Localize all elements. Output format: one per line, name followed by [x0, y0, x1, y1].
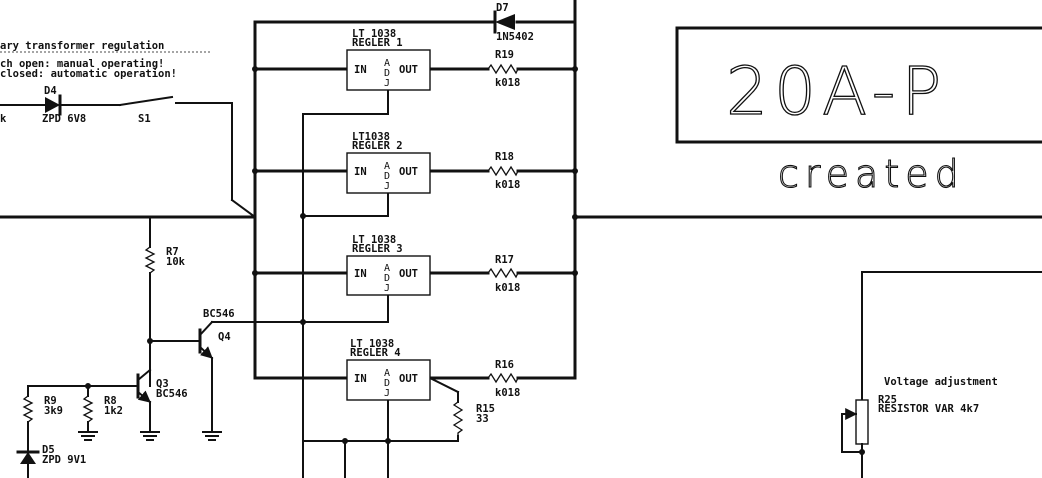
regulator-4-adj-a: A — [384, 368, 390, 379]
note-line-1: ch open: manual operating! — [0, 58, 164, 70]
regulator-3: LT 1038 REGLER 3 IN OUT A D J R17 k018 — [346, 234, 520, 296]
regulator-4-adj-d: D — [384, 378, 390, 389]
r15-ref: R15 — [476, 403, 495, 415]
regulator-4-name: REGLER 4 — [350, 347, 401, 359]
transistor-q4: BC546 Q4 — [149, 308, 304, 441]
resistor-r15: R15 33 — [452, 401, 495, 436]
r9-ref: R9 — [44, 395, 57, 407]
r9-value: 3k9 — [44, 405, 63, 417]
transistor-q3: Q3 BC546 — [27, 368, 188, 441]
q3-ref: Q3 — [156, 378, 169, 390]
regulator-3-name: REGLER 3 — [352, 243, 403, 255]
regulator-3-type: LT 1038 — [352, 234, 396, 246]
regulator-1-adj-a: A — [384, 58, 390, 69]
title-block: 20A-P created — [675, 26, 1042, 197]
r7-value: 10k — [166, 256, 186, 268]
junction-dots — [85, 66, 578, 444]
regulator-1-out: OUT — [399, 64, 418, 76]
regulator-3-res-val: k018 — [495, 282, 520, 294]
diode-d5: D5 ZPD 9V1 — [16, 444, 86, 478]
regulator-2-in: IN — [354, 166, 367, 178]
note-title: ary transformer regulation — [0, 40, 164, 52]
resistor-r9: R9 3k9 — [22, 385, 63, 453]
d4-ref: D4 — [44, 85, 57, 97]
regulator-2-res-val: k018 — [495, 179, 520, 191]
regulator-4-type: LT 1038 — [350, 338, 394, 350]
regulator-3-adj-a: A — [384, 263, 390, 274]
d7-value: 1N5402 — [496, 31, 534, 43]
q4-value: BC546 — [203, 308, 235, 320]
regulation-notes: ary transformer regulation ch open: manu… — [0, 40, 212, 80]
regulator-1-in: IN — [354, 64, 367, 76]
regulator-1-res-ref: R19 — [495, 49, 514, 61]
regulator-4-res-ref: R16 — [495, 359, 514, 371]
r8-ref: R8 — [104, 395, 117, 407]
regulator-2-res-ref: R18 — [495, 151, 514, 163]
regulator-4-res-val: k018 — [495, 387, 520, 399]
k-fragment: k — [0, 113, 7, 125]
regulator-1-type: LT 1038 — [352, 28, 396, 40]
note-line-2: closed: automatic operation! — [0, 68, 177, 80]
resistor-r7: R7 10k — [144, 216, 186, 387]
q4-ref: Q4 — [218, 331, 231, 343]
r25-value: RESISTOR VAR 4k7 — [878, 403, 979, 415]
regulator-2-adj-j: J — [384, 181, 390, 192]
regulator-2-type: LT1038 — [352, 131, 390, 143]
r8-value: 1k2 — [104, 405, 123, 417]
regulator-2-name: REGLER 2 — [352, 140, 403, 152]
diode-d4-switch-s1: k D4 ZPD 6V8 S1 — [0, 85, 233, 125]
regulator-1-res-val: k018 — [495, 77, 520, 89]
d4-value: ZPD 6V8 — [42, 113, 86, 125]
r7-ref: R7 — [166, 246, 179, 258]
diode-d7: D7 1N5402 — [493, 2, 534, 43]
q3-value: BC546 — [156, 388, 188, 400]
regulator-3-adj-j: J — [384, 283, 390, 294]
regulator-2: LT1038 REGLER 2 IN OUT A D J R18 k018 — [346, 131, 520, 194]
d5-value: ZPD 9V1 — [42, 454, 86, 466]
d5-ref: D5 — [42, 444, 55, 456]
voltage-adjust-section: Voltage adjustment R25 RESISTOR VAR 4k7 — [841, 271, 1042, 478]
voltage-adjustment-label: Voltage adjustment — [884, 376, 998, 388]
regulator-1-adj-d: D — [384, 68, 390, 79]
regulator-1-adj-j: J — [384, 78, 390, 89]
regulator-4-out: OUT — [399, 373, 418, 385]
regulator-3-adj-d: D — [384, 273, 390, 284]
regulator-2-adj-d: D — [384, 171, 390, 182]
regulator-1: LT 1038 REGLER 1 IN OUT A D J R19 k018 — [346, 28, 520, 91]
s1-ref: S1 — [138, 113, 151, 125]
regulator-1-name: REGLER 1 — [352, 37, 403, 49]
title-block-subtitle: created — [778, 152, 965, 196]
regulator-2-adj-a: A — [384, 161, 390, 172]
regulator-2-out: OUT — [399, 166, 418, 178]
r15-value: 33 — [476, 413, 489, 425]
resistor-r8: R8 1k2 — [78, 385, 123, 441]
regulator-4: LT 1038 REGLER 4 IN OUT A D J R16 k018 — [346, 338, 520, 401]
regulator-3-res-ref: R17 — [495, 254, 514, 266]
regulator-3-in: IN — [354, 268, 367, 280]
d7-ref: D7 — [496, 2, 509, 14]
title-block-title: 20A-P — [726, 53, 947, 130]
regulator-3-out: OUT — [399, 268, 418, 280]
r25-ref: R25 — [878, 394, 897, 406]
regulator-4-in: IN — [354, 373, 367, 385]
regulator-4-adj-j: J — [384, 388, 390, 399]
